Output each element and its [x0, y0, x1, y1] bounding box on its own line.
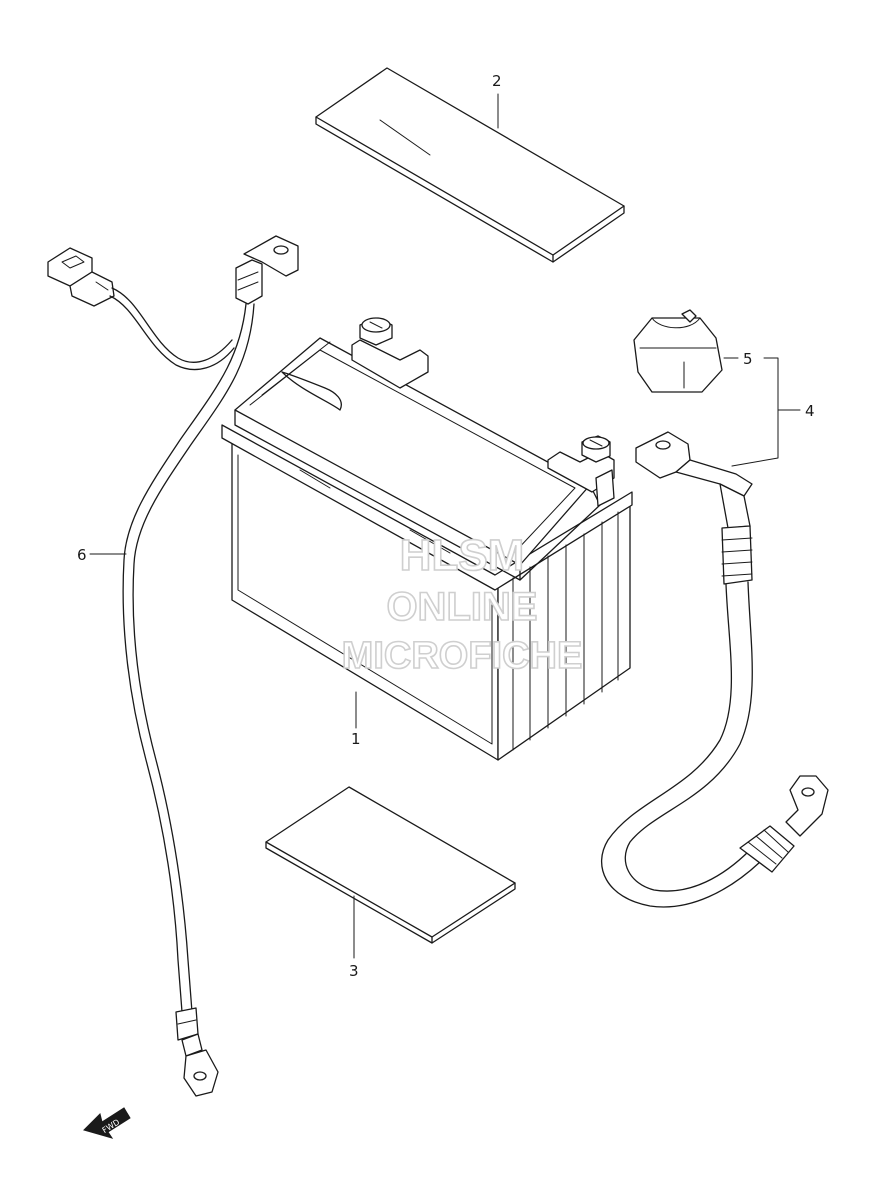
- part-1-battery: [221, 317, 633, 761]
- callout-1: 1: [351, 730, 361, 748]
- part-2-top-pad: [315, 67, 625, 263]
- part-5-terminal-cover: [633, 309, 723, 393]
- callout-5: 5: [743, 350, 753, 368]
- battery-terminal-left: [351, 317, 429, 389]
- fwd-arrow-icon: FWD: [83, 1107, 131, 1139]
- callout-2: 2: [492, 72, 502, 90]
- watermark-line-1: HLSM: [400, 531, 525, 580]
- part-6-cable: [47, 235, 299, 1097]
- callout-4: 4: [805, 402, 815, 420]
- battery-terminal-right: [547, 435, 615, 507]
- watermark: HLSM ONLINE MICROFICHE: [341, 530, 583, 678]
- part-4-cable: [600, 431, 829, 908]
- watermark-line-3: MICROFICHE: [342, 635, 583, 677]
- callout-6: 6: [77, 546, 87, 564]
- watermark-line-2: ONLINE: [386, 585, 537, 629]
- part-3-bottom-pad: [265, 786, 516, 944]
- callout-3: 3: [349, 962, 359, 980]
- leader-lines: [89, 93, 801, 959]
